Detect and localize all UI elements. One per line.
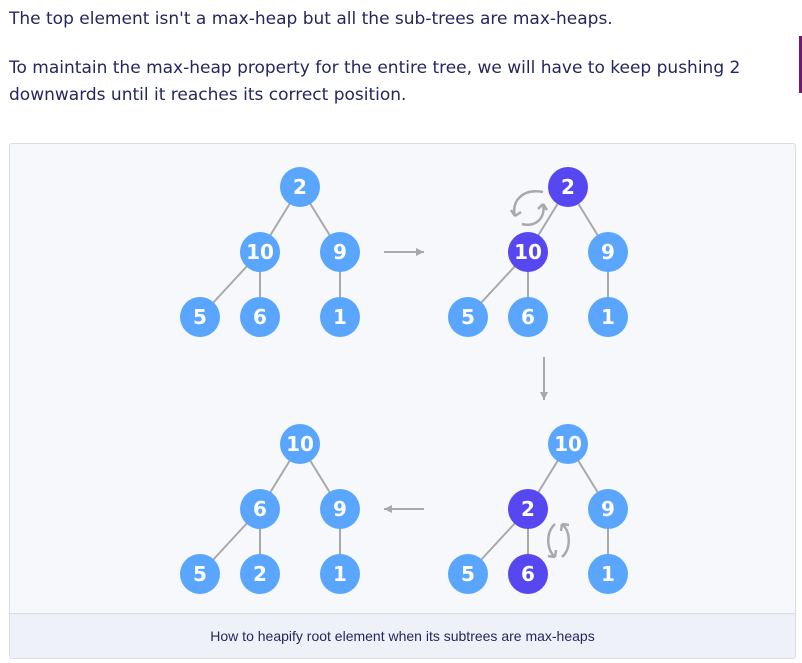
heap-node: 9 [320, 232, 360, 272]
node-circle [508, 232, 548, 272]
scroll-edge [799, 36, 802, 93]
node-circle [240, 232, 280, 272]
node-label: 6 [253, 305, 267, 329]
node-label: 1 [601, 562, 615, 586]
node-circle [448, 297, 488, 337]
node-label: 1 [333, 305, 347, 329]
swap-arrowhead [547, 549, 558, 559]
node-circle [508, 297, 548, 337]
node-circle [240, 489, 280, 529]
node-circle [588, 554, 628, 594]
heap-node: 1 [320, 297, 360, 337]
node-label: 6 [253, 497, 267, 521]
node-label: 5 [193, 562, 207, 586]
node-label: 2 [521, 497, 535, 521]
node-circle [448, 554, 488, 594]
explanation-text: To maintain the max-heap property for th… [9, 58, 741, 105]
heap-node: 6 [508, 297, 548, 337]
node-circle [508, 489, 548, 529]
node-circle [280, 424, 320, 464]
arrow-head [540, 392, 548, 400]
heap-node: 1 [320, 554, 360, 594]
arrow-head [384, 505, 392, 513]
node-label: 2 [293, 175, 307, 199]
node-circle [240, 554, 280, 594]
node-label: 10 [554, 432, 582, 456]
heap-node: 2 [508, 489, 548, 529]
heap-node: 5 [448, 297, 488, 337]
node-label: 9 [333, 497, 347, 521]
node-circle [588, 297, 628, 337]
node-label: 10 [246, 240, 274, 264]
heap-node: 9 [588, 489, 628, 529]
swap-icon [547, 522, 570, 559]
node-circle [548, 424, 588, 464]
arrow-down [540, 357, 548, 400]
node-label: 5 [461, 305, 475, 329]
figure-caption-bar: How to heapify root element when its sub… [10, 613, 795, 658]
node-circle [588, 489, 628, 529]
node-label: 9 [601, 497, 615, 521]
heap-node: 2 [548, 167, 588, 207]
node-circle [320, 232, 360, 272]
swap-arrowhead [559, 522, 570, 532]
node-label: 9 [601, 240, 615, 264]
heap-node: 2 [280, 167, 320, 207]
tree-final: 10 6 9 5 2 1 [180, 424, 360, 594]
heap-node: 9 [320, 489, 360, 529]
node-label: 1 [601, 305, 615, 329]
arrow-right [384, 248, 424, 256]
arrow-left [384, 505, 424, 513]
heap-node: 10 [280, 424, 320, 464]
heap-node: 2 [240, 554, 280, 594]
heap-node: 5 [180, 554, 220, 594]
node-circle [180, 554, 220, 594]
node-label: 1 [333, 562, 347, 586]
heap-node: 1 [588, 297, 628, 337]
heap-node: 5 [180, 297, 220, 337]
heap-node: 6 [240, 297, 280, 337]
swap-arc-left [547, 523, 556, 558]
node-circle [320, 489, 360, 529]
arrow-head [416, 248, 424, 256]
node-circle [588, 232, 628, 272]
node-label: 10 [286, 432, 314, 456]
node-label: 2 [561, 175, 575, 199]
node-circle [320, 554, 360, 594]
node-label: 5 [193, 305, 207, 329]
heapify-diagram: 2 10 9 5 6 1 2 10 9 5 6 1 10 2 9 5 6 1 10 6 9 5 2 1 [180, 167, 628, 594]
node-circle [180, 297, 220, 337]
heap-node: 6 [240, 489, 280, 529]
swap-icon [509, 190, 549, 227]
intro-text: The top element isn't a max-heap but all… [9, 9, 613, 29]
heap-node: 9 [588, 232, 628, 272]
swap-arc-top [512, 190, 544, 217]
heap-node: 10 [548, 424, 588, 464]
node-label: 9 [333, 240, 347, 264]
node-label: 6 [521, 562, 535, 586]
node-circle [240, 297, 280, 337]
node-label: 10 [514, 240, 542, 264]
swap-arc-bottom [521, 203, 545, 227]
heap-node: 10 [240, 232, 280, 272]
swap-arrowhead [537, 203, 549, 211]
node-circle [548, 167, 588, 207]
node-label: 6 [521, 305, 535, 329]
swap-arrowhead [509, 209, 522, 218]
figure-caption: How to heapify root element when its sub… [210, 628, 595, 644]
node-circle [508, 554, 548, 594]
tree-initial: 2 10 9 5 6 1 [180, 167, 360, 337]
heap-node: 10 [508, 232, 548, 272]
heap-node: 5 [448, 554, 488, 594]
node-label: 5 [461, 562, 475, 586]
tree-swap-root: 2 10 9 5 6 1 [448, 167, 628, 337]
heap-node: 1 [588, 554, 628, 594]
swap-arc-right [561, 523, 570, 558]
node-circle [280, 167, 320, 207]
node-label: 2 [253, 562, 267, 586]
heap-node: 6 [508, 554, 548, 594]
node-circle [320, 297, 360, 337]
heapify-figure: 2 10 9 5 6 1 2 10 9 5 6 1 10 2 9 5 6 1 10 6 9 5 2 1 How to heap… [9, 143, 796, 659]
tree-swap-child: 10 2 9 5 6 1 [448, 424, 628, 594]
